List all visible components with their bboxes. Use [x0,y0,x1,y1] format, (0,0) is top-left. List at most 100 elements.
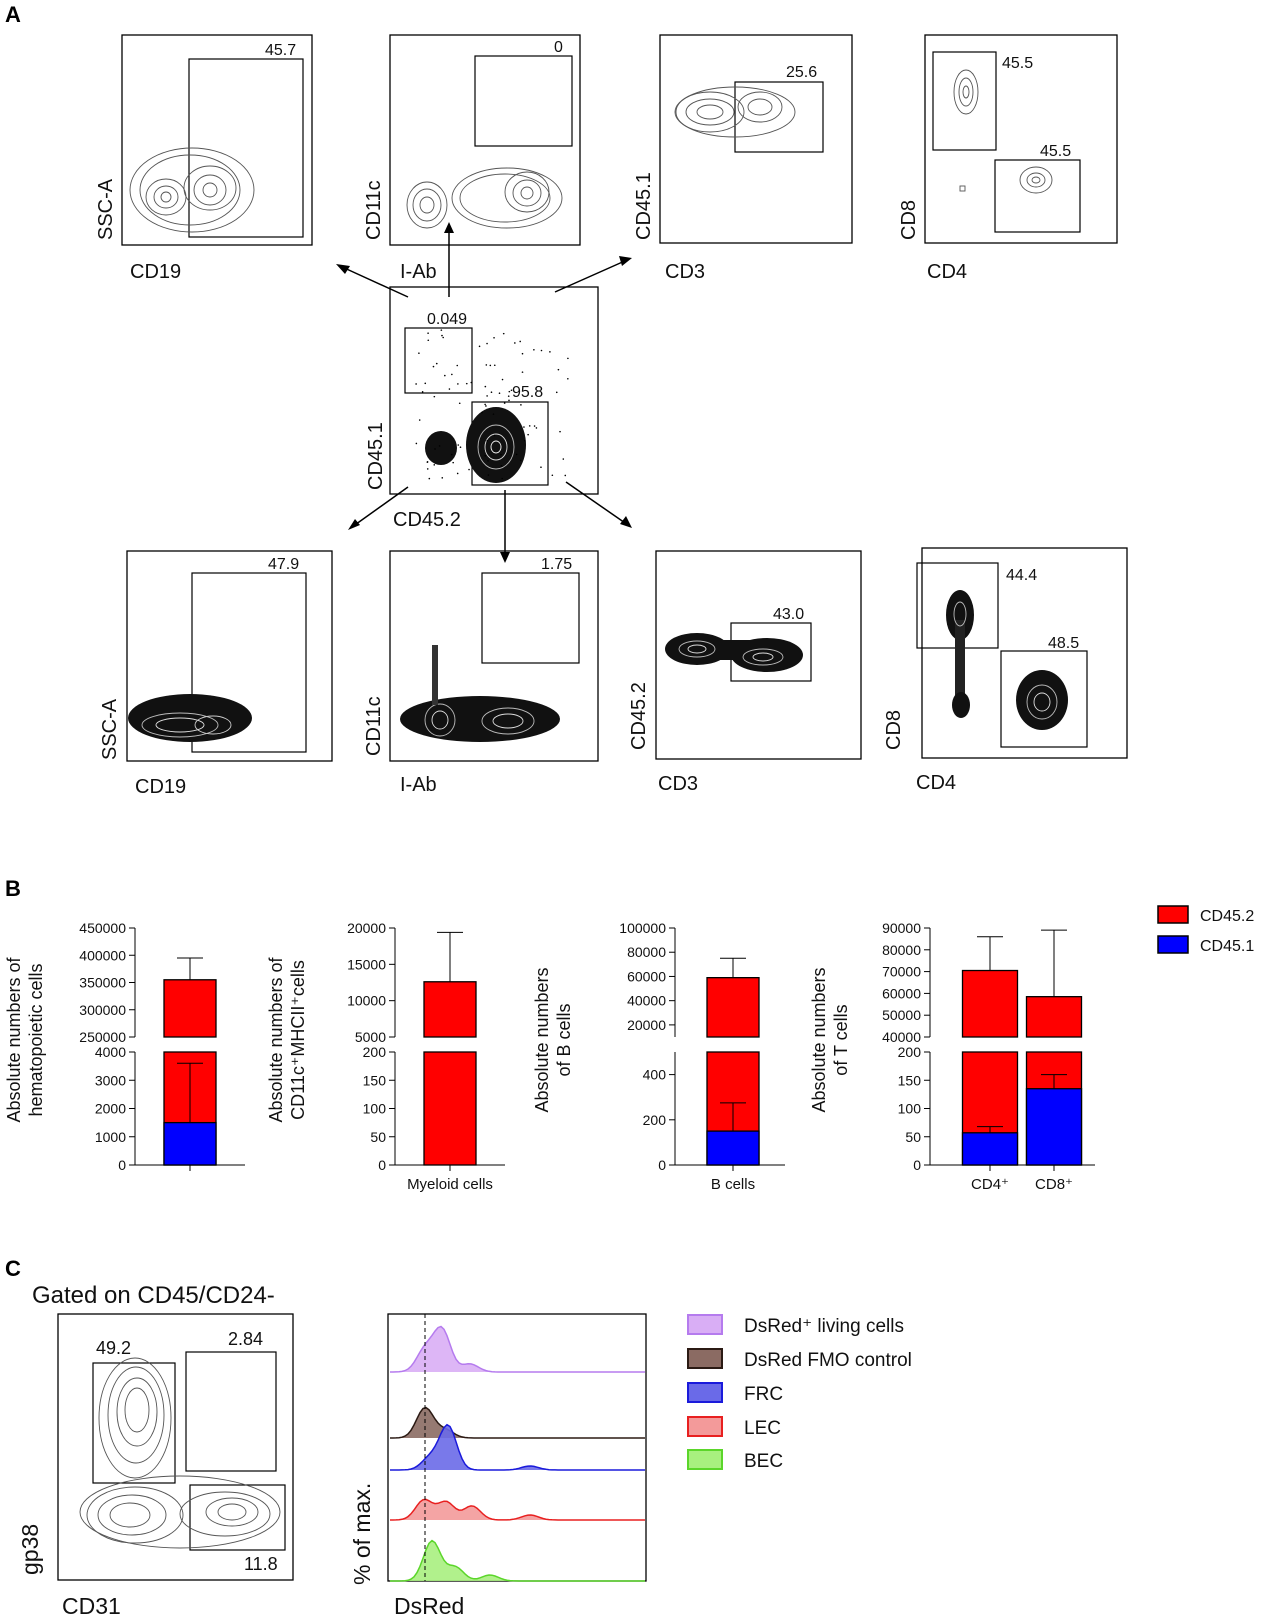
y-axis-label: SSC-A [99,698,121,760]
x-axis-label: CD19 [135,776,186,798]
event-dot [418,419,421,421]
event-dot [484,454,487,457]
event-dot [426,461,429,463]
event-dot [438,445,441,447]
dense-population [665,633,803,672]
gate [92,1362,176,1484]
scatter-dots [415,329,569,480]
y-tick-label: 40000 [627,993,666,1009]
event-dot [489,364,492,367]
gate [1000,650,1088,748]
histogram-line [390,1423,645,1471]
flow-plot-top-1: 45.7 CD19 SSC-A [95,34,313,283]
contour-population [129,147,255,233]
event-dot [484,403,486,406]
legend-label: FRC [744,1384,783,1405]
event-dot [487,460,489,462]
event-dot [468,468,470,471]
event-dot [441,477,444,479]
legend-swatch-cd45-1 [1157,935,1189,954]
y-axis-label: CD45.2 [628,682,650,750]
plot-frame [655,550,862,760]
gate-value: 48.5 [1048,635,1079,652]
legend-label: DsRed FMO control [744,1350,912,1371]
gating-arrows [336,222,632,563]
event-dot [441,334,443,337]
x-axis-label: I-Ab [400,261,437,283]
y-tick-label: 200 [643,1112,667,1128]
event-dot [501,378,504,381]
legend-label-cd45-2: CD45.2 [1200,908,1254,925]
gate-value: 1.75 [541,556,572,573]
gate [481,572,580,664]
y-tick-label: 80000 [627,944,666,960]
gate-value: 45.5 [1040,143,1071,160]
y-tick-label: 20000 [347,920,386,936]
event-dot [523,439,526,442]
event-dot [427,339,430,342]
event-dot [514,342,516,344]
event-dot [555,391,558,394]
gate-value: 11.8 [244,1554,278,1574]
event-dot [456,472,459,475]
gated-title: Gated on CD45/CD24- [32,1282,275,1309]
y-tick-label: 450000 [79,920,126,936]
event-dot [515,453,518,456]
legend-label-cd45-1: CD45.1 [1200,938,1254,955]
gate-value: 45.7 [265,42,296,59]
legend-c: DsRed⁺ living cells DsRed FMO control FR… [687,1314,912,1472]
gate-value: 45.5 [1002,55,1033,72]
y-tick-label: 70000 [882,964,921,980]
category-label: CD8⁺ [1035,1176,1073,1193]
gate-value: 44.4 [1006,567,1037,584]
y-tick-label: 100000 [619,920,666,936]
gate-value: 95.8 [512,384,543,401]
event-dot [523,426,525,428]
event-dot [498,392,501,395]
event-dot [493,364,496,367]
panel-letter-c: C [5,1256,21,1281]
event-dot [484,385,487,388]
event-dot [492,413,495,415]
panel-letter-b: B [5,876,21,901]
gate [404,327,473,394]
plot-frame [57,1313,294,1581]
x-axis-label: CD19 [130,261,181,283]
flow-plot-top-4: 45.5 45.5 CD4 CD8 [898,34,1118,283]
flow-plot-bottom-3: 43.0 CD3 CD45.2 [628,550,862,795]
contour-population [406,167,563,229]
event-dot [567,377,569,380]
dense-population [425,407,526,483]
event-dot [428,477,431,480]
x-axis-label: CD4 [927,261,967,283]
event-dot [458,402,461,405]
event-dot [535,427,538,429]
event-dot [451,373,453,376]
y-tick-label: 350000 [79,975,126,991]
histogram-line [390,1406,645,1439]
histogram-chart: DsRed % of max. [349,1313,647,1618]
event-dot [502,332,505,335]
contour-population [953,69,1053,194]
y-axis-label: CD8 [898,200,920,240]
legend-swatch [687,1382,723,1403]
event-dot [533,348,535,351]
histogram-series [390,1325,645,1582]
legend-swatch [687,1314,723,1335]
y-tick-label: 60000 [627,968,666,984]
y-tick-label: 0 [118,1157,126,1173]
legend-label: BEC [744,1451,783,1472]
event-dot [432,365,435,368]
event-dot [540,466,542,469]
event-dot [426,468,429,470]
gate [932,51,997,151]
histogram-line [390,1325,645,1373]
event-dot [559,430,561,433]
flow-plot-bottom-4: 44.4 48.5 CD4 CD8 [883,547,1128,794]
event-dot [415,383,417,385]
y-tick-label: 4000 [95,1044,126,1060]
event-dot [427,332,429,334]
event-dot [452,461,454,464]
